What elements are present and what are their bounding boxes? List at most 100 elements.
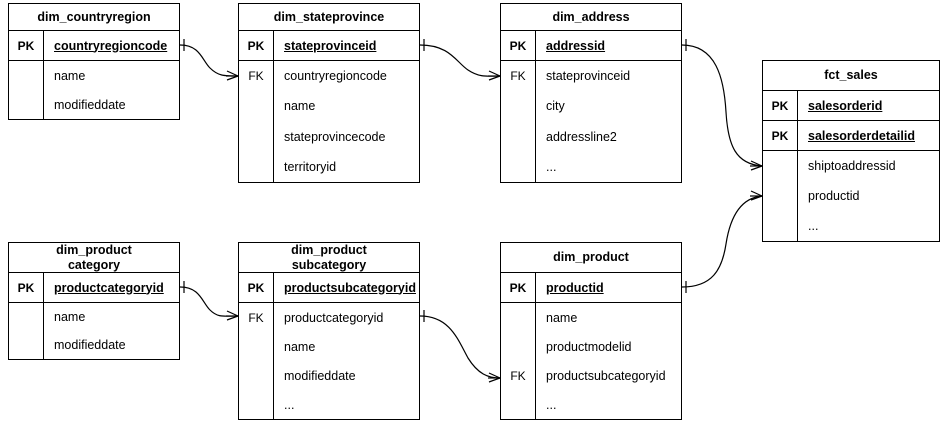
entity-title-dim_countryregion: dim_countryregion: [9, 4, 179, 31]
entity-body-dim_productcategory: name modifieddate: [9, 303, 179, 359]
pk-field-label: salesorderid: [808, 98, 883, 113]
field-label: productsubcategoryid: [546, 368, 666, 383]
pk-field-label: countryregioncode: [54, 38, 168, 53]
field-label: ...: [546, 397, 557, 412]
relationship-product-to-fctsales[interactable]: [681, 190, 763, 293]
entity-title-line: dim_product: [553, 250, 629, 264]
key-cell-empty: [9, 61, 43, 90]
field-label: modifieddate: [54, 97, 126, 112]
field-label: shiptoaddressid: [808, 159, 896, 173]
field-label: ...: [808, 219, 819, 233]
crowsfoot-prong: [226, 75, 239, 81]
pk-row[interactable]: PK countryregioncode: [9, 31, 179, 61]
field-label: stateprovincecode: [284, 129, 386, 144]
pk-key-cell: PK: [9, 31, 44, 60]
crowsfoot-prong: [750, 160, 763, 167]
relationship-countryregion-to-stateprovince[interactable]: [179, 39, 239, 81]
field-label: name: [546, 310, 578, 325]
key-cell-empty: [501, 122, 535, 152]
field-label: modifieddate: [54, 338, 126, 352]
relationship-stateprovince-to-address[interactable]: [419, 39, 501, 81]
relationship-path: [681, 44, 763, 167]
entity-title-line: dim_stateprovince: [273, 9, 385, 24]
entity-field-column: name modifieddate: [44, 61, 179, 119]
pk-row[interactable]: PK salesorderid: [763, 91, 939, 121]
crowsfoot-prong: [488, 70, 501, 77]
key-cell-empty: [9, 331, 43, 359]
field-label: stateprovinceid: [546, 69, 631, 84]
field-label: modifieddate: [284, 368, 356, 383]
field-label: name: [54, 310, 86, 324]
crowsfoot-prong: [488, 75, 501, 81]
relationship-address-to-fctsales[interactable]: [681, 39, 763, 171]
entity-key-column: [9, 303, 44, 359]
field-label: name: [54, 68, 86, 83]
entity-key-column: [763, 151, 798, 241]
crowsfoot-prong: [226, 70, 239, 77]
pk-key-cell: PK: [239, 273, 274, 302]
entity-title-dim_address: dim_address: [501, 4, 681, 31]
field-label: territoryid: [284, 159, 337, 174]
pk-key-cell: PK: [763, 91, 798, 120]
field-label: name: [284, 339, 316, 354]
pk-key-cell: PK: [501, 31, 536, 60]
field-label: productmodelid: [546, 339, 632, 354]
pk-field-label: productid: [546, 280, 604, 295]
crowsfoot-prong: [488, 377, 501, 383]
entity-key-column: [9, 61, 44, 119]
key-cell-empty: [501, 91, 535, 121]
entity-key-column: FK: [501, 61, 536, 182]
key-cell-empty: [501, 152, 535, 182]
relationship-path: [681, 195, 763, 288]
entity-title-line: dim_countryregion: [37, 9, 151, 24]
pk-row[interactable]: PK productsubcategoryid: [239, 273, 419, 303]
field-label: productcategoryid: [284, 310, 384, 325]
key-cell-empty: [239, 91, 273, 121]
entity-title-dim_stateprovince: dim_stateprovince: [239, 4, 419, 31]
entity-title-dim_product: dim_product: [501, 243, 681, 273]
crowsfoot-prong: [226, 310, 239, 317]
relationship-subcategory-to-product[interactable]: [419, 310, 501, 383]
pk-field-label: productsubcategoryid: [284, 280, 416, 295]
fk-key-cell: FK: [248, 69, 264, 84]
key-cell-empty: [239, 390, 273, 419]
relationship-productcategory-to-subcategory[interactable]: [179, 281, 239, 321]
key-cell-empty: [501, 390, 535, 419]
key-cell-empty: [239, 332, 273, 361]
relationship-path: [419, 315, 501, 379]
key-cell-empty: [501, 332, 535, 361]
key-cell-empty: [763, 181, 797, 211]
key-cell-empty: [239, 122, 273, 152]
entity-title-line: dim_address: [552, 9, 630, 24]
pk-key-cell: PK: [763, 121, 798, 150]
key-cell-empty: [239, 152, 273, 182]
relationship-path: [179, 44, 239, 77]
crowsfoot-prong: [750, 165, 763, 171]
key-cell-empty: [9, 90, 43, 119]
entity-title-line: fct_sales: [824, 68, 878, 82]
field-label: name: [284, 99, 316, 114]
entity-title-line: dim_product: [291, 242, 367, 257]
crowsfoot-prong: [750, 190, 763, 197]
